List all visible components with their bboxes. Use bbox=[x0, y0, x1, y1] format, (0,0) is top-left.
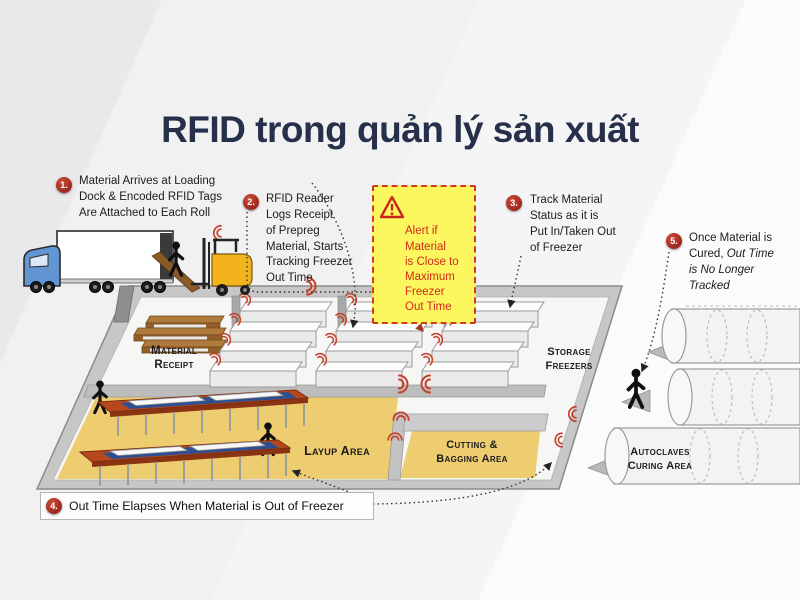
cutting-bagging-label: Cutting & bbox=[446, 439, 497, 451]
svg-text:Freezers: Freezers bbox=[546, 360, 593, 372]
step-1-text: Material Arrives at Loading Dock & Encod… bbox=[79, 175, 222, 219]
forklift bbox=[191, 238, 253, 296]
step-4-badge: 4. bbox=[46, 498, 62, 514]
layup-area-label: Layup Area bbox=[304, 444, 370, 458]
step-5-italic-text: Out Time is No Longer Tracked bbox=[689, 247, 774, 292]
svg-text:Receipt: Receipt bbox=[154, 359, 193, 371]
step-4-banner: 4. Out Time Elapses When Material is Out… bbox=[40, 492, 374, 520]
step-3-text: Track Material Status as it is Put In/Ta… bbox=[530, 194, 616, 254]
step-1-badge: 1. bbox=[56, 177, 72, 193]
freezer-bank-2 bbox=[315, 290, 439, 388]
page-title: RFID trong quản lý sản xuất bbox=[161, 108, 639, 150]
step-2-badge: 2. bbox=[243, 194, 259, 210]
step-2-text: RFID Reader Logs Receipt of Prepreg Mate… bbox=[266, 193, 353, 285]
area-labels: Material Receipt Storage Freezers Layup … bbox=[151, 345, 692, 472]
svg-text:Curing Area: Curing Area bbox=[628, 460, 693, 472]
connector-lines bbox=[246, 182, 670, 505]
step-5-text: Once Material is Cured, Out Time is No L… bbox=[689, 232, 774, 292]
autoclaves-curing-label: Autoclaves bbox=[630, 446, 690, 458]
svg-text:Bagging Area: Bagging Area bbox=[436, 453, 507, 465]
step-3-badge: 3. bbox=[506, 195, 522, 211]
autoclaves bbox=[587, 305, 800, 485]
prepreg-roll-plank bbox=[151, 251, 201, 293]
warning-triangle-icon bbox=[379, 195, 405, 219]
freezer-bank-1 bbox=[209, 290, 333, 388]
alert-text: Alert if Material is Close to Maximum Fr… bbox=[405, 225, 459, 314]
delivery-truck bbox=[23, 230, 174, 293]
material-receipt-label: Material bbox=[151, 345, 197, 357]
storage-freezers-label: Storage bbox=[547, 346, 591, 358]
step-5-badge: 5. bbox=[666, 233, 682, 249]
step-4-text: Out Time Elapses When Material is Out of… bbox=[69, 499, 344, 513]
freezer-alert-box: Alert if Material is Close to Maximum Fr… bbox=[372, 185, 476, 325]
material-rolls bbox=[133, 315, 227, 354]
